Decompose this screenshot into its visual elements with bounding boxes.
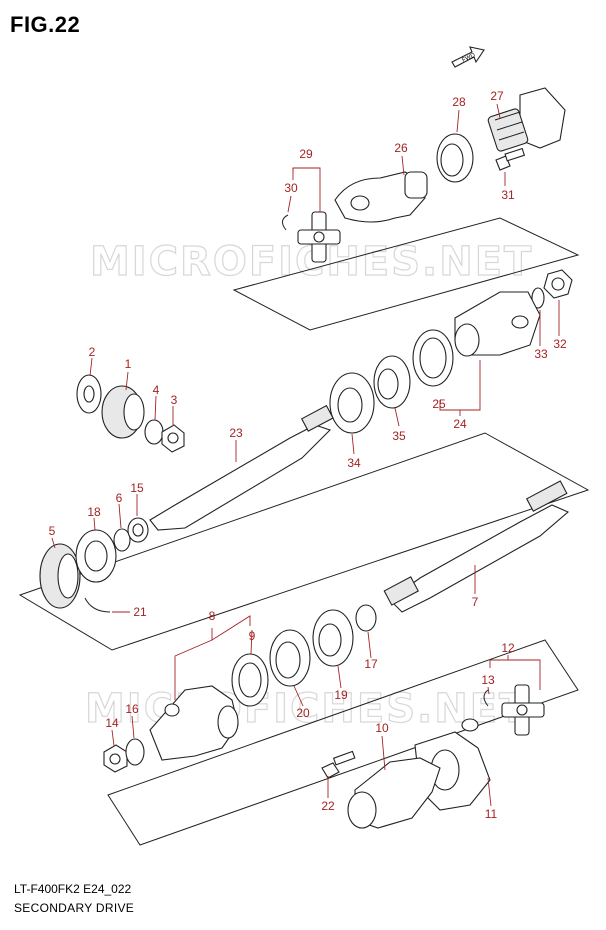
callout-10: 10 — [375, 721, 389, 735]
part-12-universal-joint — [501, 684, 545, 736]
callout-23: 23 — [229, 426, 243, 440]
callout-4: 4 — [153, 383, 160, 397]
part-6-washer — [113, 528, 131, 552]
watermark-upper: MICROFICHES.NET — [90, 239, 533, 285]
part-27-bevel-gear-flange — [487, 87, 566, 152]
fwd-arrow-icon: FWD — [451, 46, 485, 68]
part-22-bolt — [321, 750, 356, 779]
part-24-yoke-assembly — [454, 291, 541, 357]
part-28-oil-seal — [436, 133, 474, 183]
callout-24: 24 — [453, 417, 467, 431]
part-33-washer — [531, 287, 545, 309]
part-8-yoke-assembly — [149, 685, 239, 761]
part-35-bearing — [373, 355, 411, 409]
part-1-bevel-gear — [101, 385, 145, 439]
part-7-shaft — [383, 480, 570, 613]
part-21-circlip — [84, 597, 111, 613]
callout-27: 27 — [490, 89, 504, 103]
callout-17: 17 — [364, 657, 378, 671]
part-26-yoke — [334, 171, 428, 223]
part-4-washer — [144, 419, 164, 445]
part-23-shaft — [149, 404, 334, 531]
part-30-circlip — [282, 214, 289, 231]
callout-9: 9 — [249, 629, 256, 643]
part-13-circlip — [483, 689, 489, 707]
callout-14: 14 — [105, 716, 119, 730]
callout-33: 33 — [534, 347, 548, 361]
fwd-label: FWD — [461, 52, 477, 63]
leader-lines — [51, 103, 560, 807]
part-3-nut — [161, 424, 185, 453]
callout-labels: 1 2 3 4 5 6 7 8 9 10 11 12 13 14 15 16 1… — [49, 89, 567, 821]
part-19-bearing — [312, 609, 354, 667]
callout-34: 34 — [347, 456, 361, 470]
callout-19: 19 — [334, 688, 348, 702]
part-16-washer — [125, 738, 145, 766]
frame-middle — [18, 432, 590, 651]
part-9-oil-seal — [231, 653, 269, 707]
part-18-bearing — [75, 529, 117, 583]
callout-25: 25 — [432, 397, 446, 411]
callout-6: 6 — [116, 491, 123, 505]
callout-35: 35 — [392, 429, 406, 443]
callout-26: 26 — [394, 141, 408, 155]
part-17-circlip — [355, 604, 377, 632]
part-34-bearing — [329, 372, 375, 434]
diagram-code: LT-F400FK2 E24_022 — [14, 882, 132, 896]
callout-15: 15 — [130, 481, 144, 495]
callout-3: 3 — [171, 393, 178, 407]
callout-16: 16 — [125, 702, 139, 716]
callout-2: 2 — [89, 345, 96, 359]
callout-18: 18 — [87, 505, 101, 519]
frame-lower — [107, 639, 579, 846]
figure-title: FIG.22 — [10, 12, 81, 37]
part-14-nut — [103, 744, 128, 773]
callout-28: 28 — [452, 95, 466, 109]
callout-8: 8 — [209, 609, 216, 623]
part-25-oil-seal — [412, 329, 454, 387]
frame-upper — [232, 217, 580, 331]
part-5-bevel-gear — [39, 543, 81, 609]
callout-5: 5 — [49, 524, 56, 538]
callout-31: 31 — [501, 188, 515, 202]
part-20-oil-seal — [269, 629, 311, 687]
part-31-bolt — [495, 147, 526, 171]
part-29-universal-joint — [297, 211, 341, 263]
callout-29: 29 — [299, 147, 313, 161]
callout-21: 21 — [133, 605, 147, 619]
part-32-nut — [543, 269, 573, 299]
callout-30: 30 — [284, 181, 298, 195]
callout-12: 12 — [501, 641, 515, 655]
part-10-yoke — [347, 718, 479, 829]
callout-7: 7 — [472, 595, 479, 609]
callout-11: 11 — [485, 807, 498, 821]
callout-20: 20 — [296, 706, 310, 720]
callout-13: 13 — [481, 673, 495, 687]
part-15-spacer — [127, 517, 149, 543]
part-2-shim — [76, 374, 102, 414]
callout-1: 1 — [125, 357, 132, 371]
callout-32: 32 — [553, 337, 567, 351]
diagram-name: SECONDARY DRIVE — [14, 901, 135, 915]
callout-22: 22 — [321, 799, 335, 813]
